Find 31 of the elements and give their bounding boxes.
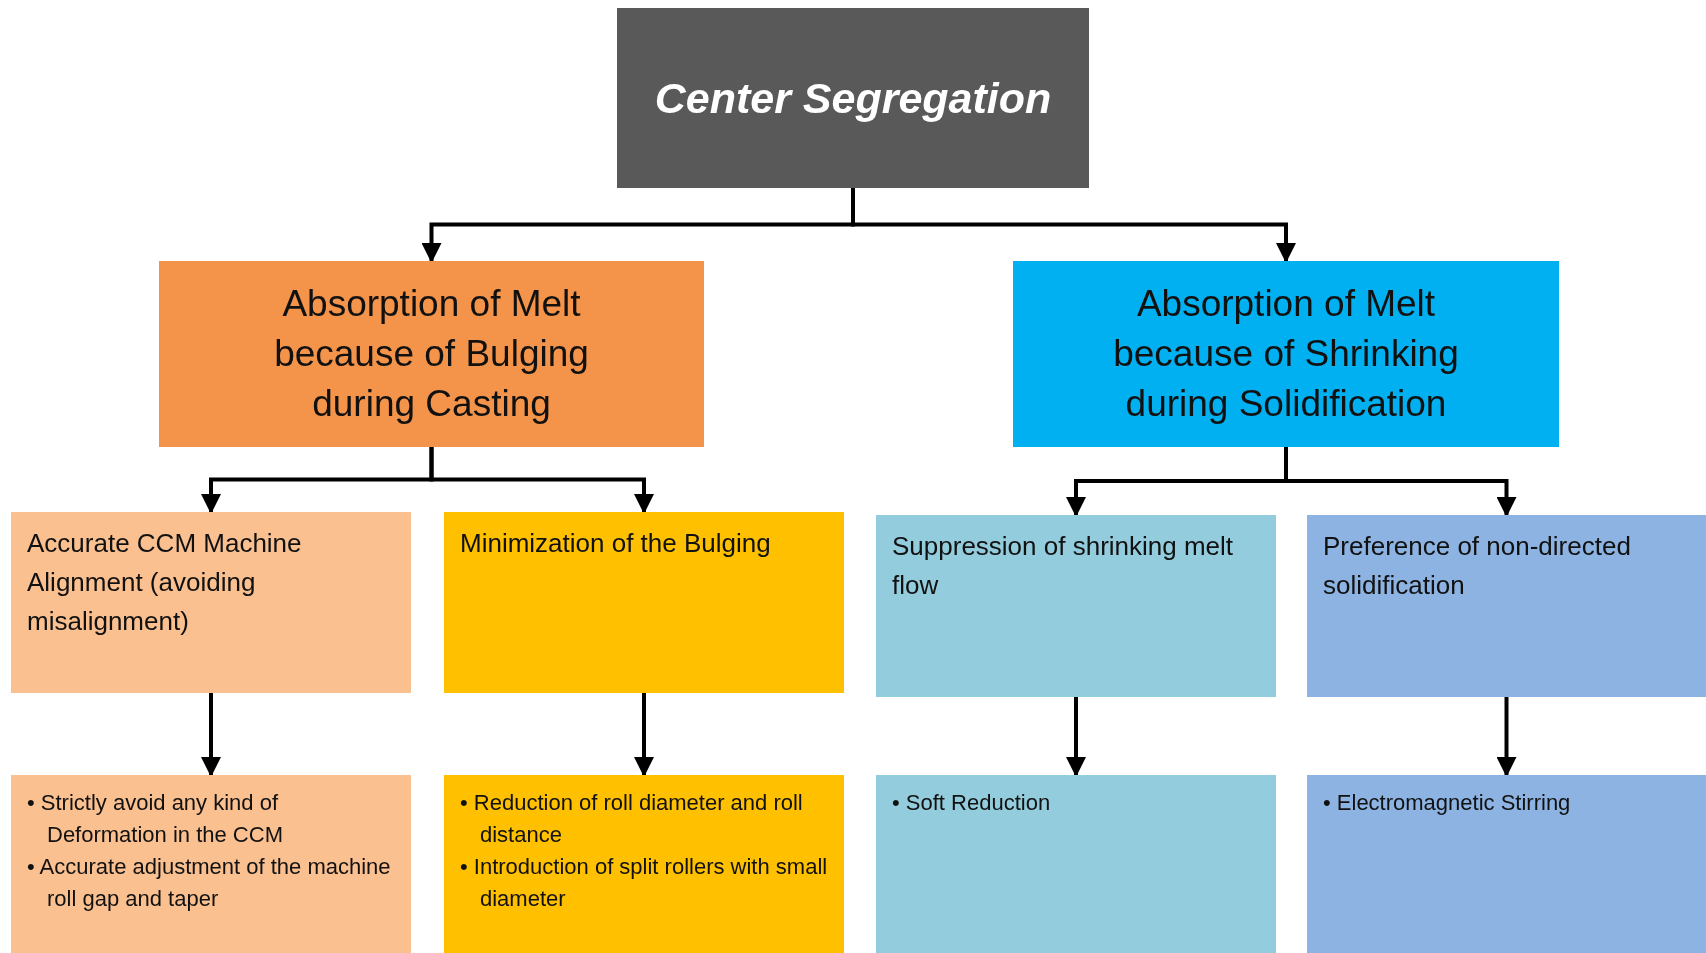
bullet-text: • Introduction of split rollers with small diameter [460,852,829,913]
arrow [634,693,654,777]
bullet-text: • Strictly avoid any kind of Deformation in the CCM [27,789,284,849]
bullet-text: • Reduction of roll diameter and roll distance [460,789,804,849]
node-label: Center Segregation [654,72,1052,124]
node-label: Preference of non-directed solidification [1323,530,1632,602]
node-label: Absorption of Melt because of Shrinking during Solidification [1112,282,1460,426]
arrow [429,447,654,514]
action-box [444,775,844,953]
cause-box [159,261,704,447]
action-box [876,775,1276,953]
measure-box [11,512,411,693]
arrow [851,188,1296,263]
arrow [1284,447,1517,517]
action-box [11,775,411,953]
arrow [1496,697,1517,777]
node-label: Minimization of the Bulging [460,527,772,560]
title-box [617,8,1089,188]
bullet-text: • Electromagnetic Stirring [1323,789,1572,817]
action-box [1307,775,1706,953]
node-label: Suppression of shrinking melt flow [892,530,1235,602]
node-label: Absorption of Melt because of Bulging during Casting [273,282,590,426]
measure-box [444,512,844,693]
node-label: Accurate CCM Machine Alignment (avoiding misalignment) [27,527,303,638]
bullet-text: • Soft Reduction [892,789,1052,817]
arrow [1066,697,1086,777]
arrow [201,693,221,777]
bullet-text: • Accurate adjustment of the machine roll gap and taper [27,852,392,913]
measure-box [1307,515,1706,697]
cause-box [1013,261,1559,447]
measure-box [876,515,1276,697]
